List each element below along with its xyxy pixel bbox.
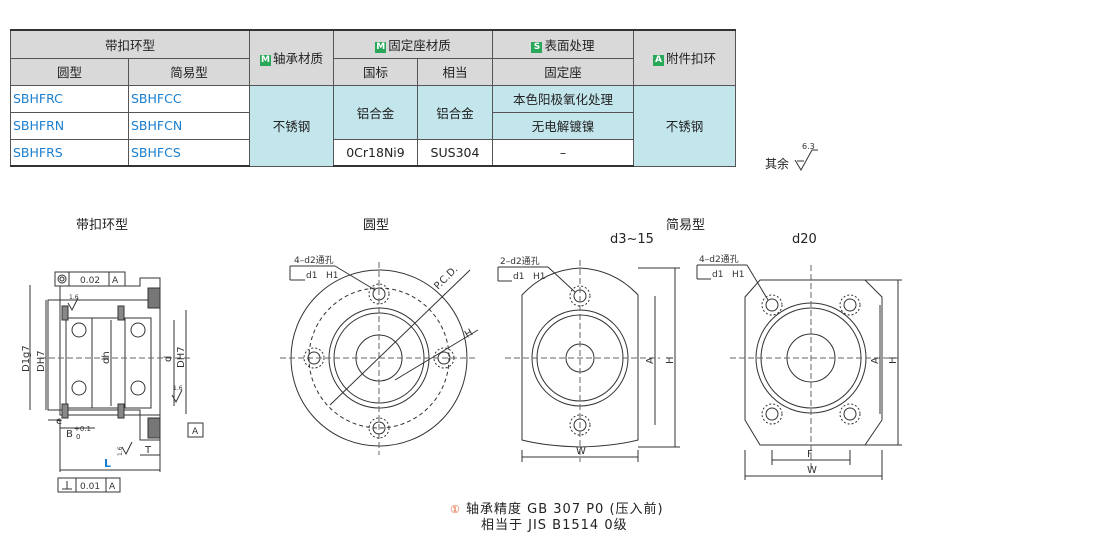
dim-L: L	[104, 457, 111, 470]
header-housing: 固定座	[492, 57, 634, 86]
table-cell-round: SBHFRN	[10, 111, 129, 140]
d20-hole-callout: 4–d2通孔	[699, 254, 739, 265]
runout-datum: A	[112, 276, 119, 286]
roughness-value: 6.3	[802, 142, 815, 151]
table-cell-simple: SBHFCC	[128, 84, 250, 113]
simple-range-b: d20	[792, 232, 817, 247]
simple-hole-callout: 2–d2通孔	[500, 256, 540, 267]
round-cb-H1: H1	[326, 271, 339, 281]
dim-dh: dh	[101, 351, 112, 364]
perp-value: 0.01	[80, 482, 100, 492]
header-gb: 国标	[333, 57, 418, 86]
round-type-view	[280, 262, 479, 455]
dim-DH7: DH7	[36, 350, 47, 372]
perp-datum: A	[109, 482, 116, 492]
d20-cb-d1: d1	[712, 270, 723, 280]
header-simple: 简易型	[128, 57, 250, 86]
info-marker-icon: ①	[450, 503, 461, 516]
bearing-material-value: 不锈钢	[249, 84, 334, 167]
dim-e: e	[56, 416, 62, 427]
roughness-symbol	[794, 149, 818, 172]
simple-range-a: d3~15	[610, 232, 654, 247]
header-equiv: 相当	[417, 57, 493, 86]
buckle-section-view	[29, 271, 204, 493]
d20-dim-A: A	[870, 357, 881, 364]
dim-DH7b: DH7	[176, 346, 187, 368]
simple-dim-A: A	[645, 357, 656, 364]
round-dim-H: H	[463, 327, 475, 340]
simple-type-2hole-view	[497, 260, 680, 462]
surface-none: –	[492, 138, 634, 167]
roughness-16-c: 1.6	[117, 446, 124, 456]
dim-T: T	[144, 445, 152, 456]
pcd-label: P.C.D.	[432, 264, 460, 292]
housing-equiv-al: 铝合金	[417, 84, 493, 140]
header-buckle-type: 带扣环型	[10, 29, 250, 59]
dim-B: B	[66, 429, 73, 440]
housing-equiv-ss: SUS304	[417, 138, 493, 167]
surface-nickel: 无电解镀镍	[492, 111, 634, 140]
buckle-type-title: 带扣环型	[76, 218, 129, 233]
runout-value: 0.02	[80, 276, 100, 286]
table-cell-round: SBHFRS	[10, 138, 129, 167]
material-badge: M	[259, 55, 271, 67]
attachment-badge: A	[652, 55, 664, 67]
datum-A: A	[192, 427, 199, 437]
dim-D1g7: D1g7	[21, 345, 32, 372]
housing-gb-al: 铝合金	[333, 84, 418, 140]
d20-dim-H: H	[888, 356, 899, 364]
surface-anodize: 本色阳极氧化处理	[492, 84, 634, 113]
housing-gb-ss: 0Cr18Ni9	[333, 138, 418, 167]
simple-type-4hole-view	[696, 264, 902, 480]
surface-badge: S	[531, 41, 543, 53]
roughness-16-a: 1.6	[69, 294, 79, 301]
round-hole-callout: 4–d2通孔	[294, 255, 334, 266]
roughness-note: 其余	[765, 157, 790, 171]
footnote-line-1: 轴承精度 GB 307 P0 (压入前)	[466, 502, 664, 517]
round-type-title: 圆型	[363, 218, 390, 233]
dim-d: d	[163, 356, 174, 362]
simple-cb-d1: d1	[513, 272, 524, 282]
d20-dim-W: W	[807, 465, 817, 476]
dim-B-tol-lo: 0	[76, 433, 80, 441]
dim-B-tol-up: +0.1	[74, 425, 91, 433]
simple-dim-H: H	[665, 356, 676, 364]
round-cb-d1: d1	[306, 271, 317, 281]
d20-dim-F: F	[807, 449, 813, 460]
ring-material-value: 不锈钢	[633, 84, 736, 167]
d20-cb-H1: H1	[732, 270, 745, 280]
simple-cb-H1: H1	[533, 272, 546, 282]
roughness-16-b: 1.6	[173, 385, 183, 392]
simple-dim-W: W	[576, 446, 586, 457]
simple-type-title: 简易型	[666, 218, 706, 233]
bearing-precision-note: ① 轴承精度 GB 307 P0 (压入前)	[450, 498, 664, 517]
table-cell-simple: SBHFCS	[128, 138, 250, 167]
table-cell-simple: SBHFCN	[128, 111, 250, 140]
footnote-line-2: 相当于 JIS B1514 0级	[481, 518, 628, 533]
table-cell-round: SBHFRC	[10, 84, 129, 113]
material-badge: M	[375, 41, 387, 53]
header-round: 圆型	[10, 57, 129, 86]
